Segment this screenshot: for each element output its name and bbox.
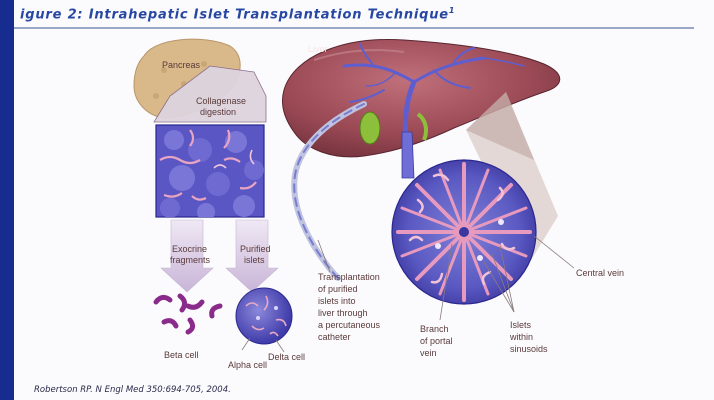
label-sinusoids-line1: Islets: [510, 320, 531, 331]
purified-islet: [236, 288, 292, 344]
label-sinusoids-line3: sinusoids: [510, 344, 548, 355]
label-transplant-line1: Transplantation: [318, 272, 380, 283]
label-collagenase-line2: digestion: [200, 107, 236, 118]
label-portal-line1: Branch: [420, 324, 449, 335]
label-transplant-line5: a percutaneous: [318, 320, 380, 331]
liver-lobule: [392, 160, 536, 304]
label-beta-cell: Beta cell: [164, 350, 199, 361]
label-pancreas: Pancreas: [162, 60, 200, 71]
label-transplant-line2: of purified: [318, 284, 358, 295]
label-transplant-line3: islets into: [318, 296, 356, 307]
citation: Robertson RP. N Engl Med 350:694-705, 20…: [34, 385, 231, 395]
left-frame-stripe: [0, 0, 14, 400]
digested-tissue-box: [156, 125, 264, 226]
label-transplant-line6: catheter: [318, 332, 351, 343]
label-liver: Liver: [308, 44, 328, 55]
label-alpha-cell: Alpha cell: [228, 360, 267, 371]
gallbladder: [360, 112, 380, 144]
exocrine-fragments: [156, 296, 220, 332]
label-transplant-line4: liver through: [318, 308, 368, 319]
label-purified-line2: islets: [244, 255, 265, 266]
label-exocrine-line2: fragments: [170, 255, 210, 266]
label-portal-line2: of portal: [420, 336, 453, 347]
label-collagenase-line1: Collagenase: [196, 96, 246, 107]
islet-transplant-illustration: [14, 0, 714, 400]
label-exocrine-line1: Exocrine: [172, 244, 207, 255]
label-central-vein: Central vein: [576, 268, 624, 279]
label-sinusoids-line2: within: [510, 332, 533, 343]
label-portal-line3: vein: [420, 348, 437, 359]
label-delta-cell: Delta cell: [268, 352, 305, 363]
label-purified-line1: Purified: [240, 244, 271, 255]
